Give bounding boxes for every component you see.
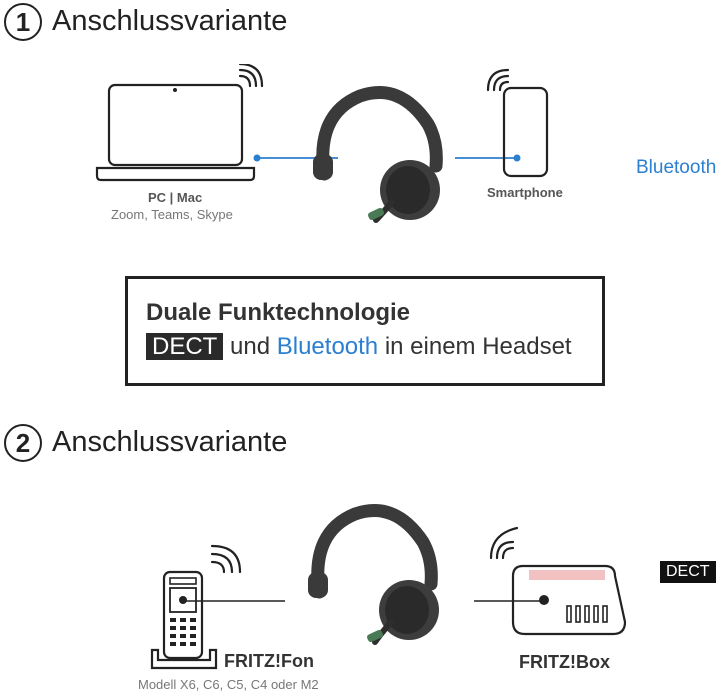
router-icon: [489, 526, 627, 636]
bluetooth-label: Bluetooth: [636, 157, 717, 178]
section1-title: Anschlussvariante: [52, 5, 288, 37]
fritzbox-label: FRITZ!Box: [519, 652, 610, 672]
bluetooth-link-right: [455, 154, 521, 162]
fritzfon-label: FRITZ!Fon: [224, 651, 314, 671]
laptop-icon: [95, 64, 264, 182]
section1-number: 1: [4, 3, 42, 41]
fritzfon-sub-label: Modell X6, C6, C5, C4 oder M2: [138, 677, 319, 692]
dect-label: DECT: [660, 561, 716, 583]
headset-icon: [313, 86, 443, 223]
feature-box-und: und: [230, 333, 271, 360]
feature-box-rest: in einem Headset: [384, 333, 572, 360]
section2-number-text: 2: [15, 427, 31, 458]
dect-phone-icon: [150, 544, 242, 670]
section1-number-text: 1: [15, 6, 31, 37]
wifi-signal-icon: [210, 544, 242, 574]
smartphone-label: Smartphone: [487, 185, 563, 200]
dect-tag: DECT: [146, 333, 224, 360]
feature-box-bluetooth: Bluetooth: [276, 333, 379, 360]
feature-box-subtitle: DECT und Bluetooth in einem Headset: [146, 333, 572, 361]
feature-box: Duale Funktechnologie DECT und Bluetooth…: [125, 276, 605, 386]
pc-sub-label: Zoom, Teams, Skype: [111, 207, 233, 222]
feature-box-title: Duale Funktechnologie: [146, 299, 411, 326]
smartphone-icon: [486, 68, 549, 178]
section2-number: 2: [4, 424, 42, 462]
headset-icon: [308, 504, 439, 645]
wifi-signal-icon: [489, 526, 519, 560]
wifi-signal-icon: [486, 68, 510, 92]
wifi-signal-icon: [238, 64, 264, 88]
section2-title: Anschlussvariante: [52, 426, 288, 458]
dect-link-right: [474, 600, 542, 602]
dect-link-left: [183, 600, 285, 602]
pc-label: PC | Mac: [148, 190, 203, 205]
